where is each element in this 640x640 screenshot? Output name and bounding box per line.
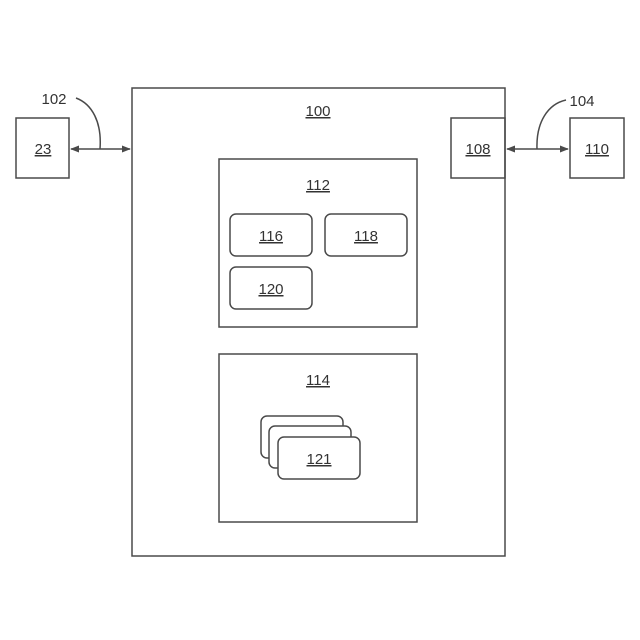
right-link-ref: 104 (569, 93, 594, 110)
module-120-label: 120 (258, 281, 283, 298)
module-118-label: 118 (354, 228, 378, 245)
stacked-module-label: 121 (306, 451, 331, 468)
lower-block-label: 114 (306, 372, 330, 389)
upper-block-label: 112 (306, 177, 330, 194)
left-link-ref: 102 (41, 91, 66, 108)
right-device-label: 110 (585, 141, 609, 158)
interface-label: 108 (465, 141, 490, 158)
left-device-label: 23 (35, 141, 52, 158)
left-link-leader (76, 98, 100, 149)
right-link-leader (537, 100, 566, 149)
main-box (132, 88, 505, 556)
main-label: 100 (305, 103, 330, 120)
module-116-label: 116 (259, 228, 283, 245)
